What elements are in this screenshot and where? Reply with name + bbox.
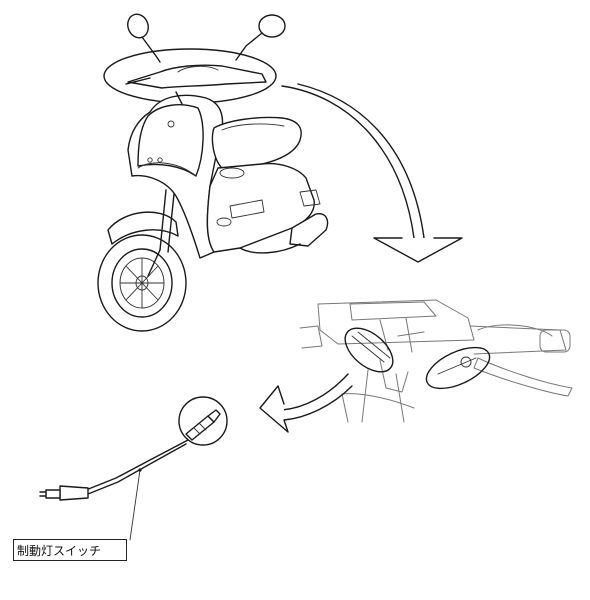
handlebar-closeup [299, 299, 573, 423]
zoom-arrow-lower [259, 373, 353, 433]
brake-light-switch-label: 制動灯スイッチ [17, 544, 102, 558]
callout-label-box [13, 539, 127, 561]
brake-light-switch-detail [39, 396, 228, 541]
switch-highlight-circle [178, 396, 228, 446]
right-mirror [235, 14, 286, 61]
left-mirror [127, 13, 161, 63]
front-wheel [97, 234, 187, 332]
zoom-arrow-upper [281, 83, 463, 263]
scooter-illustration [97, 13, 329, 332]
leader-line [129, 469, 141, 541]
